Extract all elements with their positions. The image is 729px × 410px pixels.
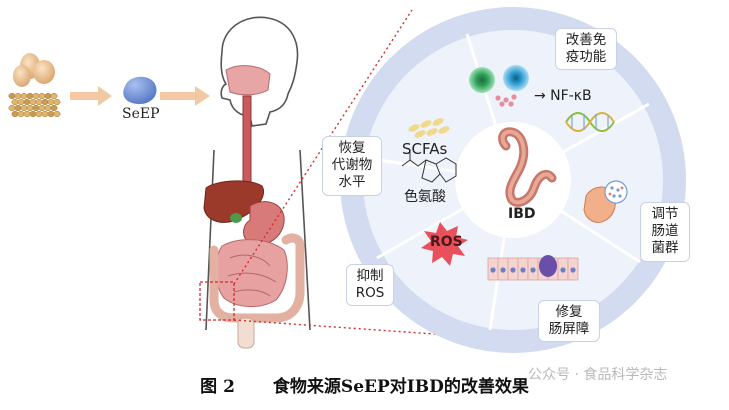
box-restore-metabolites: 恢复 代谢物 水平 [322,136,382,196]
soybean [20,92,28,100]
intestinal-barrier-icon [487,255,579,281]
figure-caption: 图 2 食物来源SeEP对IBD的改善效果 [0,372,729,397]
seep-label: SeEP [122,106,160,122]
watermark-text: 公众号 · 食品科学杂志 [528,367,668,383]
soybean [26,92,34,100]
rectum [237,317,255,349]
soybean [11,98,19,106]
box-regulate-gut-flora: 调节 肠道 菌群 [640,202,690,262]
soybean [50,92,58,100]
soybean [35,110,43,118]
soybean [38,92,46,100]
cytokine-dots [495,94,517,107]
seep-blob-icon [123,76,157,104]
soybean [44,104,52,112]
soybean [50,104,58,112]
oral-cavity [225,65,271,96]
cell-nucleus [560,267,566,273]
figure-number: 图 2 [200,377,235,397]
soybean [14,104,22,112]
ibd-colon-icon [498,127,557,207]
soybean [14,92,22,100]
ros-star-label: ROS [430,234,463,250]
zoom-box [199,281,235,321]
soybean [17,98,25,106]
box-inhibit-ros: 抑制 ROS [346,264,394,306]
egg-icon [13,53,55,87]
gut-flora-icon [583,180,628,223]
immune-cell-green [469,67,495,93]
soybean [47,110,55,118]
soybean [29,98,37,106]
soybean [20,104,28,112]
soybean [41,98,49,106]
arrow-food-to-seep [70,86,112,106]
soybean [8,92,16,100]
box-improve-immunity: 改善免 疫功能 [555,28,617,70]
soybean [38,104,46,112]
soybean [11,110,19,118]
nfkb-label: → NF-κB [534,88,592,104]
soybean [44,92,52,100]
cell-nucleus [500,267,506,273]
soybean [23,110,31,118]
box-repair-barrier: 修复 肠屏障 [538,300,600,342]
soybean [53,110,61,118]
scfa-droplets-icon [408,118,450,138]
cell-nucleus [570,267,576,273]
soybean [29,110,37,118]
large-intestine [209,233,305,323]
scfa-label: SCFAs [402,140,448,158]
human-body-outline [205,16,311,331]
soybean [17,110,25,118]
soybean [41,110,49,118]
dna-helix-icon [565,112,615,132]
cell-nucleus [510,267,516,273]
soybean [47,98,55,106]
cell-nucleus [520,267,526,273]
gallbladder [230,213,242,223]
goblet-cell [539,255,557,277]
stomach [243,201,285,246]
soybean [23,98,31,106]
small-intestine [215,239,288,307]
ibd-center-label: IBD [508,206,536,222]
figure-title: 食物来源SeEP对IBD的改善效果 [272,377,529,397]
soybean [32,92,40,100]
ros-star-icon [421,222,468,266]
soybean [26,104,34,112]
soybean [32,104,40,112]
tryptophan-structure-icon [401,152,457,183]
tryptophan-label: 色氨酸 [404,189,446,205]
immune-cell-blue [503,65,529,91]
soybean [8,104,16,112]
soybean [35,98,43,106]
soybean-icon [8,92,61,118]
arrow-seep-to-body [160,86,210,106]
cell-nucleus [490,267,496,273]
cell-nucleus [530,267,536,273]
soybean [53,98,61,106]
